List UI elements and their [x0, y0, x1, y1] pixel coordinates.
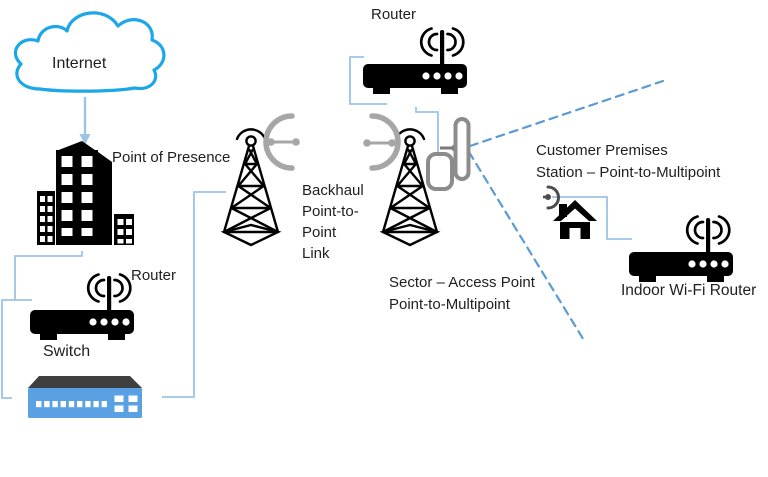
cpe-radio-icon [426, 152, 454, 191]
connector-switch-to-tower [162, 191, 226, 398]
coverage-beam-upper [468, 79, 665, 148]
label-internet: Internet [52, 55, 107, 72]
coverage-beams [467, 79, 665, 344]
network-switch-icon [28, 376, 142, 418]
label-indoor-wifi-router: Indoor Wi-Fi Router [621, 282, 757, 299]
label-tower-router: Router [371, 6, 417, 23]
connector-building-to-router [14, 251, 83, 301]
label-pop-router: Router [131, 267, 177, 284]
wireless-router-icon-tower [361, 27, 469, 96]
connector-router-to-switch [1, 299, 15, 399]
radio-tower-icon-backhaul [222, 128, 280, 247]
house-with-antenna-icon [543, 185, 597, 239]
dish-antenna-icon-right [363, 113, 401, 171]
coverage-beam-lower [467, 150, 587, 344]
arrow-down-icon [79, 97, 91, 145]
wireless-router-icon-indoor [627, 215, 735, 284]
connector-router2-to-cpe [415, 107, 439, 153]
wireless-router-icon-pop [28, 273, 136, 342]
connector-router2-to-dish [349, 56, 387, 105]
connector-house-to-indoor-router [552, 196, 632, 240]
cloud-icon [13, 11, 166, 93]
label-sector-access-point: Sector – Access Point Point-to-Multipoin… [389, 274, 535, 313]
office-building-icon [37, 141, 134, 245]
label-backhaul-link: Backhaul Point-to- Point Link [302, 182, 364, 262]
sector-antenna-icon [440, 117, 471, 181]
label-switch: Switch [43, 343, 91, 360]
dish-antenna-icon-left [263, 113, 300, 171]
label-customer-premises: Customer Premises Station – Point-to-Mul… [536, 142, 721, 181]
connector-lines [1, 56, 632, 399]
label-point-of-presence: Point of Presence [112, 149, 231, 166]
